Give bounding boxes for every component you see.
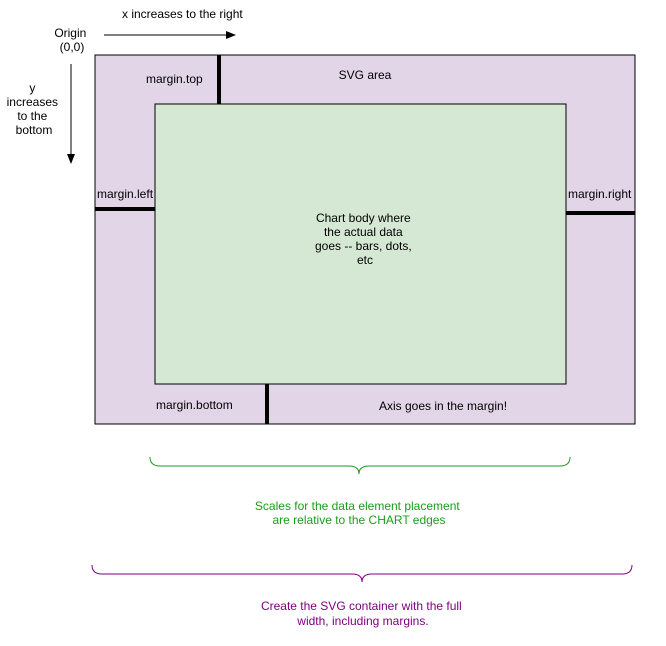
y-label-line2: increases: [7, 95, 58, 109]
origin-label-line1: Origin: [54, 26, 86, 40]
margin-top-label: margin.top: [146, 72, 203, 86]
y-increase-label: y increases to the bottom: [7, 81, 62, 137]
scales-note-line2: are relative to the CHART edges: [273, 513, 446, 527]
origin-label: Origin (0,0): [54, 26, 89, 54]
margin-right-label: margin.right: [568, 187, 632, 201]
chart-width-brace: [149, 456, 571, 475]
origin-label-line2: (0,0): [60, 40, 85, 54]
margin-bottom-label: margin.bottom: [156, 398, 233, 412]
svg-width-brace: [91, 564, 633, 583]
y-label-line1: y: [29, 81, 35, 95]
container-note-line1: Create the SVG container with the full: [261, 599, 462, 613]
y-label-line4: bottom: [16, 123, 53, 137]
container-note-line2: width, including margins.: [296, 614, 428, 628]
container-note-label: Create the SVG container with the full w…: [261, 599, 465, 628]
y-label-line3: to the: [17, 109, 47, 123]
scales-note-line1: Scales for the data element placement: [255, 499, 460, 513]
chart-body-label: Chart body where the actual data goes --…: [315, 211, 415, 267]
margin-left-label: margin.left: [97, 187, 154, 201]
axis-note-label: Axis goes in the margin!: [379, 399, 507, 413]
chart-body-line2: the actual data: [324, 225, 403, 239]
svg-area-label: SVG area: [339, 68, 392, 82]
x-increase-label: x increases to the right: [122, 7, 243, 21]
chart-body-line1: Chart body where: [316, 211, 411, 225]
chart-body-line3: goes -- bars, dots,: [315, 239, 412, 253]
chart-body-box: [154, 103, 567, 385]
scales-note-label: Scales for the data element placement ar…: [255, 499, 463, 527]
chart-body-line4: etc: [357, 253, 373, 267]
